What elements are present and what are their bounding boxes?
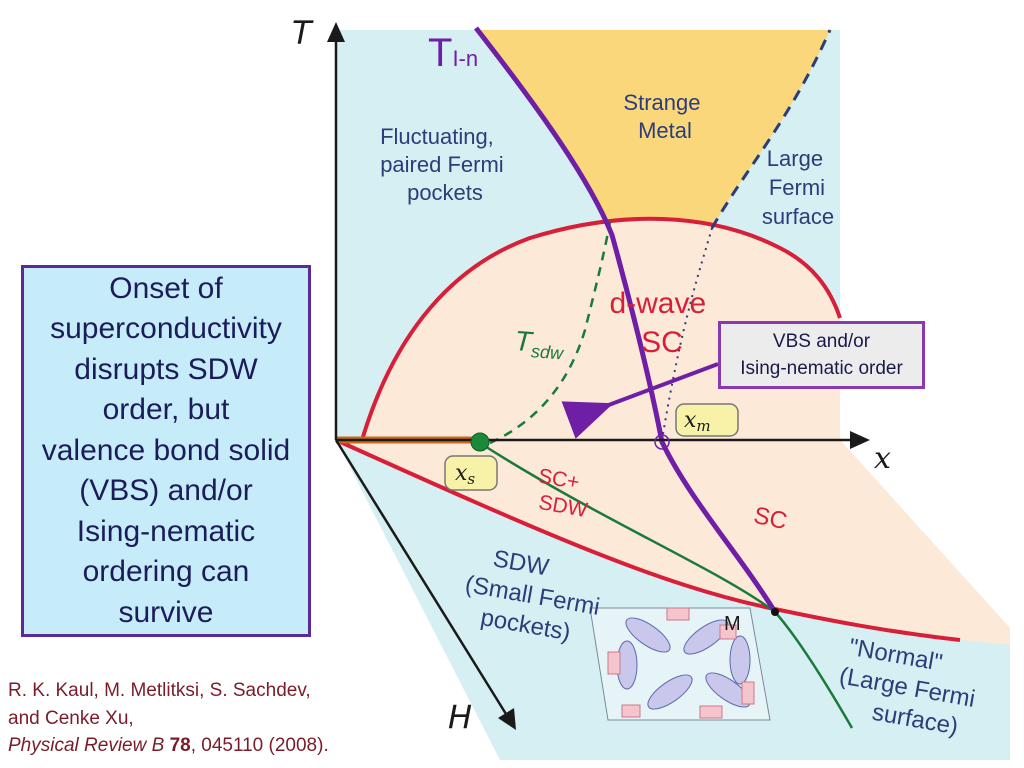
axis-label-t: T <box>292 14 314 52</box>
reference-journal: Physical Review B <box>8 735 165 756</box>
large-fermi-dotted-line <box>661 227 713 441</box>
reference-authors-line-2: and Cenke Xu, <box>8 707 134 729</box>
large-fermi-dashed-line <box>710 29 832 229</box>
m-label: M <box>724 613 741 635</box>
sc-dome-line-tx <box>360 216 842 441</box>
xm-point <box>654 434 670 450</box>
note-box: Onset of superconductivity disrupts SDW … <box>21 265 311 637</box>
tsdw-label: Tsdw <box>513 325 565 363</box>
axis-label-h: H <box>448 698 472 736</box>
reference-volume: 78 <box>169 735 191 756</box>
axis-label-x: x <box>874 441 891 476</box>
reference: R. K. Kaul, M. Metlitksi, S. Sachdev, an… <box>8 677 329 760</box>
vbs-callout-box: VBS and/or Ising-nematic order <box>718 321 925 389</box>
sc-boundary-line-hx <box>335 438 961 642</box>
xm-callout <box>675 403 739 437</box>
sdw-boundary-line-hx <box>479 441 854 729</box>
xs-label: xs <box>455 461 475 488</box>
axes <box>327 22 870 730</box>
xm-label: xm <box>684 408 711 435</box>
strange-metal-label: Strange Metal <box>623 90 706 143</box>
large-fermi-label: Large Fermi surface <box>762 146 834 229</box>
dwave-sc-label: d-wave SC <box>609 287 714 359</box>
tsdw-dashed-line <box>489 221 612 445</box>
xs-point <box>470 432 490 452</box>
reference-citation: Physical Review B 78, 045110 (2008). <box>8 732 329 760</box>
reference-authors-line-1: R. K. Kaul, M. Metlitksi, S. Sachdev, <box>8 680 311 701</box>
fluctuating-label: Fluctuating, paired Fermi pockets <box>380 124 510 205</box>
strange-metal-region <box>478 30 830 238</box>
t-ln-purple-line <box>474 26 778 614</box>
m-point <box>771 608 779 616</box>
xs-callout <box>444 455 498 491</box>
fermi-pocket-inset <box>589 607 771 721</box>
reference-pages: , 045110 (2008). <box>190 735 329 756</box>
vbs-arrow <box>561 362 719 439</box>
note-text: Onset of superconductivity disrupts SDW … <box>41 271 291 629</box>
t-ln-label: TI-n <box>428 31 478 75</box>
sc-region-hx <box>336 440 1010 645</box>
